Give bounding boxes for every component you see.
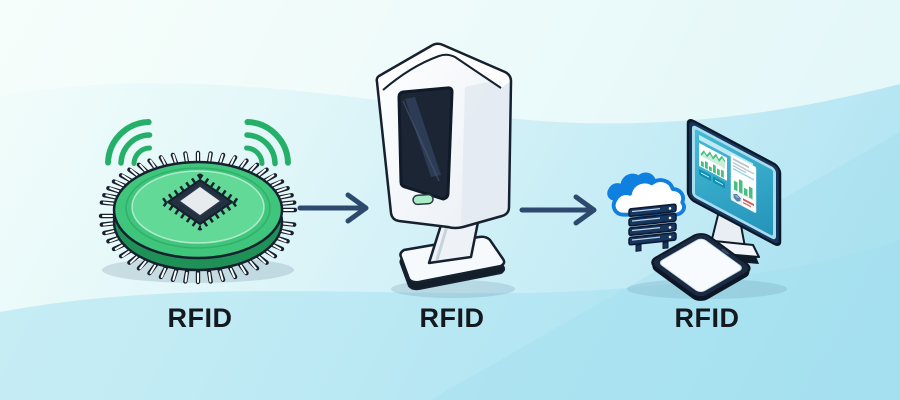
rfid-tag-icon [98, 119, 298, 285]
flow-arrow-1 [297, 192, 369, 224]
dashboard-line-chart [699, 142, 727, 181]
package-cube-icon [732, 190, 742, 205]
wave-bottom [0, 240, 900, 400]
monitor [686, 118, 782, 246]
alert-text-lines [743, 198, 754, 208]
flow-arrow-2 [519, 194, 597, 226]
tablet-icon [651, 233, 751, 301]
scanner-button [412, 193, 434, 206]
scanner-screen [397, 86, 454, 201]
dashboard-report-card [730, 154, 757, 213]
dashboard-buttons [699, 169, 725, 189]
stage-label-system: RFID [674, 303, 740, 333]
microchip-icon [159, 173, 241, 231]
rfid-scanner-icon [375, 42, 515, 298]
dashboard-bar-chart [734, 179, 753, 200]
signal-waves-left-icon [105, 119, 195, 209]
server-stack-icon [628, 203, 677, 252]
stage-label-scanner: RFID [419, 303, 485, 333]
stage-label-tag: RFID [167, 303, 233, 333]
rfid-computer-cloud-icon [607, 118, 787, 301]
signal-waves-right-icon [201, 119, 291, 210]
tablet-screen [659, 238, 742, 293]
